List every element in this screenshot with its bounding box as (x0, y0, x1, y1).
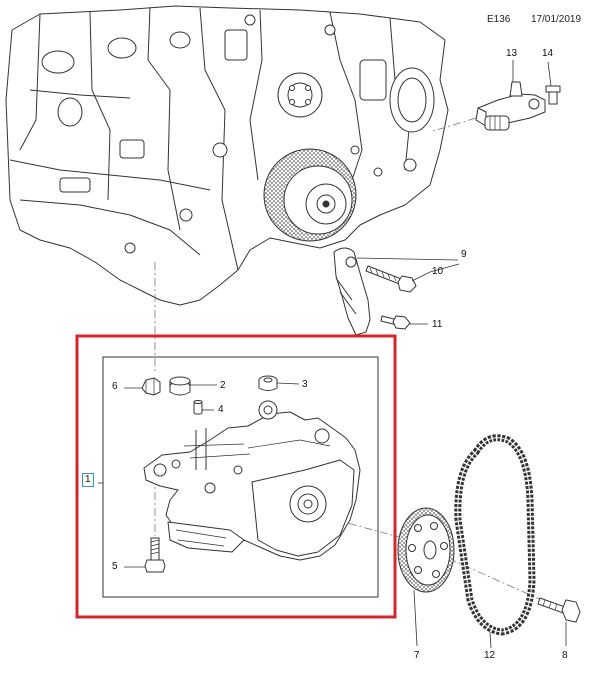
assembly-highlight-frame (75, 334, 397, 619)
part-8-bolt (537, 597, 581, 623)
callout-14: 14 (542, 48, 554, 59)
callout-5: 5 (112, 561, 118, 572)
part-2-seal (169, 376, 191, 396)
part-14-bolt (545, 85, 561, 105)
part-5-bolt (144, 537, 166, 573)
callout-6: 6 (112, 381, 118, 392)
leader-lines (98, 60, 567, 649)
callout-9: 9 (461, 249, 467, 260)
callout-12: 12 (484, 650, 496, 661)
part-13-sensor (475, 81, 546, 131)
figure-date: 17/01/2019 (531, 14, 582, 25)
callout-8: 8 (562, 650, 568, 661)
callout-1: 1 (82, 473, 94, 487)
part-12-chain (454, 434, 536, 636)
callout-2: 2 (220, 380, 226, 391)
callout-7: 7 (414, 650, 420, 661)
part-10-bolt (365, 265, 417, 293)
figure-code: E136 (487, 14, 511, 25)
callout-10: 10 (432, 266, 444, 277)
assembly-inner-frame (102, 356, 379, 598)
callout-4: 4 (218, 404, 224, 415)
callout-11: 11 (432, 319, 443, 330)
engine-block (5, 5, 449, 306)
part-9-chain-guide (333, 247, 371, 336)
callout-3: 3 (302, 379, 308, 390)
callout-13: 13 (506, 48, 518, 59)
part-11-bolt (380, 315, 411, 330)
part-6-nut (141, 377, 161, 396)
part-4-pin (193, 400, 203, 415)
part-7-sprocket (397, 507, 455, 593)
part-3-nut (258, 375, 278, 391)
part-1-oil-pump (143, 400, 361, 561)
